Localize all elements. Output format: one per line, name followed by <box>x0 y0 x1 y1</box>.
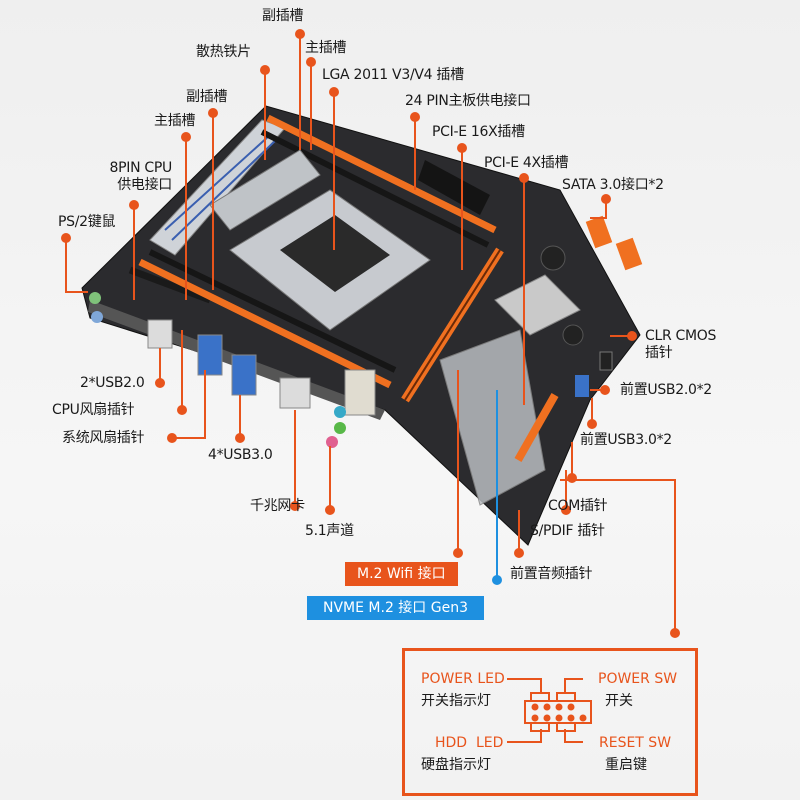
front-panel-diagram: POWER LED 开关指示灯 POWER SW 开关 HDD LED 硬盘指示… <box>402 648 698 796</box>
power-led-cn: 开关指示灯 <box>421 693 491 709</box>
power-sw-label: POWER SW <box>598 671 678 687</box>
label-usb2: 2*USB2.0 <box>80 375 145 391</box>
callout-dots <box>61 29 680 638</box>
label-front-audio: 前置音频插针 <box>510 566 593 582</box>
label-pcie16: PCI-E 16X插槽 <box>432 124 525 140</box>
front-panel-header-icon <box>507 678 592 743</box>
callout-lines <box>65 34 676 633</box>
reset-sw-label: RESET SW <box>599 735 672 751</box>
label-clr-cmos-line2: 插针 <box>645 345 673 361</box>
label-cpu-power-line1: 8PIN CPU <box>109 160 173 176</box>
hdd-led-label: HDD LED <box>435 735 504 751</box>
label-sub-slot-top: 副插槽 <box>262 8 304 24</box>
label-sys-fan: 系统风扇插针 <box>62 430 145 446</box>
label-pcie4: PCI-E 4X插槽 <box>484 155 569 171</box>
label-spdif: S/PDIF 插针 <box>530 523 605 539</box>
label-heatsink: 散热铁片 <box>196 44 251 60</box>
label-atx-power: 24 PIN主板供电接口 <box>405 93 531 109</box>
label-front-usb2: 前置USB2.0*2 <box>620 382 712 398</box>
label-main-slot-left: 主插槽 <box>154 113 196 129</box>
label-cpu-power-line2: 供电接口 <box>117 177 172 193</box>
label-nvme: NVME M.2 接口 Gen3 <box>307 596 485 620</box>
power-sw-cn: 开关 <box>605 693 633 709</box>
label-audio: 5.1声道 <box>305 523 354 539</box>
label-front-usb3: 前置USB3.0*2 <box>580 432 672 448</box>
label-main-slot-top: 主插槽 <box>305 40 347 56</box>
label-cpu-fan: CPU风扇插针 <box>52 402 135 418</box>
label-sata: SATA 3.0接口*2 <box>562 177 664 193</box>
power-led-label: POWER LED <box>421 671 505 687</box>
label-usb3: 4*USB3.0 <box>208 447 273 463</box>
label-com: COM插针 <box>548 498 608 514</box>
hdd-led-cn: 硬盘指示灯 <box>421 757 491 773</box>
label-lan: 千兆网卡 <box>250 498 305 514</box>
label-m2-wifi: M.2 Wifi 接口 <box>345 562 458 586</box>
ram-slots-left <box>128 249 397 389</box>
reset-sw-cn: 重启键 <box>605 757 647 773</box>
sata-ports <box>585 215 613 249</box>
label-ps2: PS/2键鼠 <box>58 214 116 230</box>
label-clr-cmos-line1: CLR CMOS <box>645 328 717 344</box>
label-sub-slot-left: 副插槽 <box>186 89 228 105</box>
label-cpu-socket: LGA 2011 V3/V4 插槽 <box>322 67 464 83</box>
pcie4-slot <box>514 393 559 462</box>
